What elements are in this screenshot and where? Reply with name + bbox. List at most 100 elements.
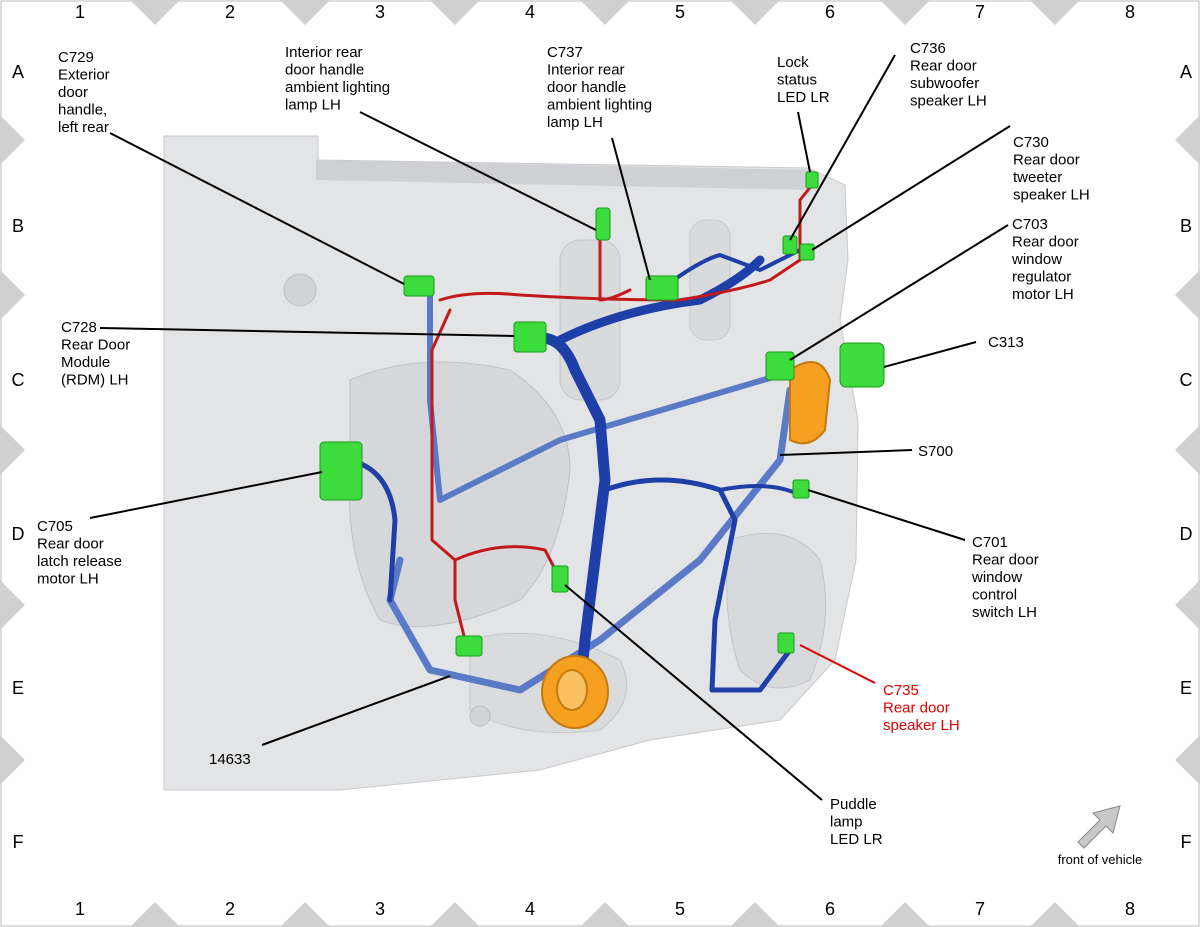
label-c729-line: left rear bbox=[58, 119, 109, 136]
connector-c701 bbox=[792, 479, 810, 499]
frame-diamond bbox=[0, 115, 25, 165]
connector-c313 bbox=[839, 342, 885, 388]
grommet-upper bbox=[789, 361, 832, 445]
frame-diamond bbox=[580, 902, 630, 927]
frame-diamond bbox=[0, 735, 25, 785]
wire-red-lock bbox=[438, 183, 814, 302]
label-c736-line: speaker LH bbox=[910, 93, 987, 110]
label-c730-line: tweeter bbox=[1013, 169, 1062, 186]
label-c730-line: Rear door bbox=[1013, 152, 1080, 169]
label-c313-line: C313 bbox=[988, 334, 1024, 351]
label-c703-line: motor LH bbox=[1012, 286, 1074, 303]
grid-col-3-top: 3 bbox=[375, 2, 385, 22]
grid-col-2-bottom: 2 bbox=[225, 899, 235, 919]
label-lock-led-line: status bbox=[777, 72, 817, 89]
grid-row-D-right: D bbox=[1180, 524, 1193, 544]
label-s700: S700 bbox=[918, 443, 953, 460]
grid-col-7-top: 7 bbox=[975, 2, 985, 22]
label-c736-line: subwoofer bbox=[910, 75, 979, 92]
label-c735-line: Rear door bbox=[883, 700, 950, 717]
grid-row-C-right: C bbox=[1180, 370, 1193, 390]
frame-diamond bbox=[130, 902, 180, 927]
connector-c705 bbox=[319, 441, 363, 501]
label-c735-line: speaker LH bbox=[883, 717, 960, 734]
frame-diamond bbox=[430, 0, 480, 25]
harness-upper-branch bbox=[555, 255, 765, 345]
label-c730-line: speaker LH bbox=[1013, 187, 1090, 204]
label-int-lamp-line: door handle bbox=[285, 62, 364, 79]
connector-c703 bbox=[765, 351, 795, 381]
grid-col-1-top: 1 bbox=[75, 2, 85, 22]
frame-diamond bbox=[0, 270, 25, 320]
label-c737-line: door handle bbox=[547, 79, 626, 96]
label-c737-line: Interior rear bbox=[547, 62, 625, 79]
label-c729-line: C729 bbox=[58, 49, 94, 66]
label-c729-line: Exterior bbox=[58, 67, 110, 84]
harness-branch-light bbox=[427, 287, 783, 503]
grid-col-2-top: 2 bbox=[225, 2, 235, 22]
frame-diamond bbox=[1175, 580, 1200, 630]
label-c705-line: latch release bbox=[37, 553, 122, 570]
connector-lock-led bbox=[805, 171, 819, 189]
label-puddle-line: Puddle bbox=[830, 796, 877, 813]
label-c728-line: C728 bbox=[61, 319, 97, 336]
frame-diamond bbox=[730, 0, 780, 25]
grid-row-D-left: D bbox=[12, 524, 25, 544]
grid-col-4-bottom: 4 bbox=[525, 899, 535, 919]
connector-interior-lamp bbox=[595, 207, 611, 241]
label-c736-line: Rear door bbox=[910, 58, 977, 75]
label-n14633: 14633 bbox=[209, 751, 251, 768]
label-c737-line: ambient lighting bbox=[547, 97, 652, 114]
frame-diamond bbox=[0, 425, 25, 475]
grid-col-1-bottom: 1 bbox=[75, 899, 85, 919]
label-c729-line: door bbox=[58, 84, 88, 101]
label-c701-line: Rear door bbox=[972, 552, 1039, 569]
label-int-lamp-line: lamp LH bbox=[285, 97, 341, 114]
frame-diamond bbox=[1175, 735, 1200, 785]
connectors bbox=[319, 171, 885, 657]
label-c703-line: Rear door bbox=[1012, 234, 1079, 251]
label-c703-line: window bbox=[1011, 251, 1062, 268]
label-c701-line: window bbox=[971, 569, 1022, 586]
frame-diamond bbox=[1175, 425, 1200, 475]
grid-col-5-top: 5 bbox=[675, 2, 685, 22]
label-c313: C313 bbox=[988, 334, 1024, 351]
label-c705-line: motor LH bbox=[37, 571, 99, 588]
frame-diamond bbox=[1030, 902, 1080, 927]
grid-col-8-top: 8 bbox=[1125, 2, 1135, 22]
label-c728-line: (RDM) LH bbox=[61, 372, 129, 389]
label-int-lamp-line: ambient lighting bbox=[285, 79, 390, 96]
label-c728-line: Module bbox=[61, 354, 110, 371]
grid-col-5-bottom: 5 bbox=[675, 899, 685, 919]
frame-diamond bbox=[130, 0, 180, 25]
label-puddle-line: lamp bbox=[830, 814, 863, 831]
label-c735-line: C735 bbox=[883, 682, 919, 699]
label-c705-line: C705 bbox=[37, 518, 73, 535]
label-c728-line: Rear Door bbox=[61, 337, 130, 354]
label-lock-led-line: Lock bbox=[777, 54, 809, 71]
frame-diamond bbox=[1175, 115, 1200, 165]
label-c701-line: switch LH bbox=[972, 604, 1037, 621]
connector-c728 bbox=[513, 321, 547, 353]
frame-diamond bbox=[1030, 0, 1080, 25]
frame-diamond bbox=[580, 0, 630, 25]
grid-row-A-left: A bbox=[12, 62, 24, 82]
label-n14633-line: 14633 bbox=[209, 751, 251, 768]
label-c701-line: C701 bbox=[972, 534, 1008, 551]
leader-line-c735 bbox=[799, 644, 876, 684]
label-c703-line: regulator bbox=[1012, 269, 1071, 286]
frame-diamond bbox=[730, 902, 780, 927]
connector-c729 bbox=[403, 275, 435, 297]
